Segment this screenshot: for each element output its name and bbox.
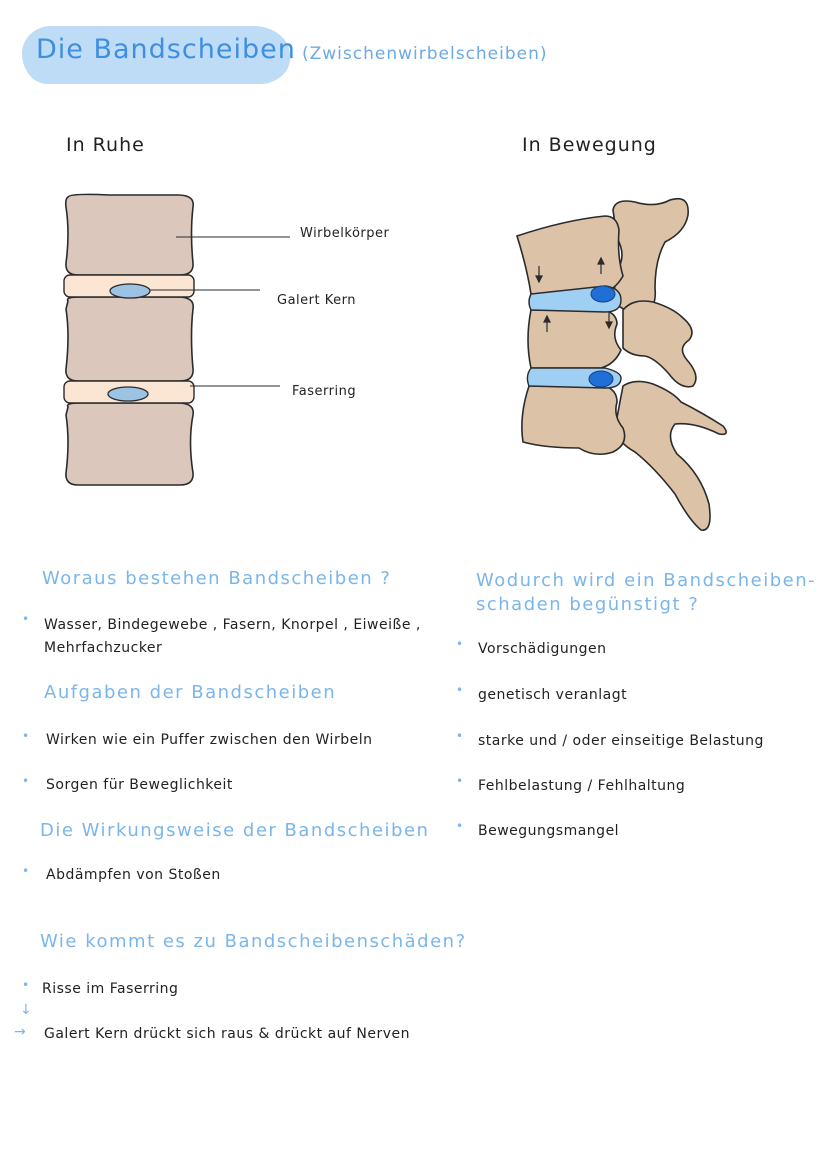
bullet: • [22,612,30,626]
bullet: • [456,637,464,651]
tasks-item-2: Sorgen für Beweglichkeit [46,777,233,793]
bullet: • [22,978,30,992]
page-subtitle: (Zwischenwirbelscheiben) [302,44,548,64]
vertebra-motion-top [516,215,624,295]
diagram-rest-title: In Ruhe [66,134,145,156]
cause-item-2: genetisch veranlagt [478,687,628,703]
heading-damage-origin: Wie kommt es zu Bandscheibenschäden? [40,931,467,952]
vertebra-motion-middle [527,309,622,369]
bullet: • [456,819,464,833]
heading-damage-causes-line2: schaden begünstigt ? [476,594,700,615]
vertebra-bottom [65,402,195,486]
cause-item-1: Vorschädigungen [478,641,607,657]
nucleus-motion-upper [590,285,616,303]
bullet: • [456,774,464,788]
spine-rest-diagram [63,193,290,486]
spinous-process-middle [622,300,697,388]
damage-origin-item-2: Galert Kern drückt sich raus & drückt au… [44,1026,411,1042]
heading-mode: Die Wirkungsweise der Bandscheiben [40,820,430,841]
composition-line-1: Wasser, Bindegewebe , Fasern, Knorpel , … [44,617,421,633]
bullet: • [22,864,30,878]
bullet: • [22,774,30,788]
heading-tasks: Aufgaben der Bandscheiben [44,682,337,703]
bullet: • [456,729,464,743]
tasks-item-1: Wirken wie ein Puffer zwischen den Wirbe… [46,732,373,748]
spinous-process-top [612,197,689,314]
spine-motion-diagram [516,197,727,531]
right-arrow-icon: → [14,1024,26,1040]
cause-item-5: Bewegungsmangel [478,823,620,839]
damage-origin-item-1: Risse im Faserring [42,981,179,997]
bullet: • [22,729,30,743]
cause-item-3: starke und / oder einseitige Belastung [478,733,764,749]
label-wirbelkoerper: Wirbelkörper [300,226,390,241]
heading-damage-causes-line1: Wodurch wird ein Bandscheiben- [476,570,817,591]
down-arrow-icon: ↓ [20,1002,32,1018]
vertebra-middle [65,296,195,382]
composition-line-2: Mehrfachzucker [44,640,163,656]
diagram-motion-title: In Bewegung [522,134,657,156]
vertebra-top [64,193,195,276]
heading-composition: Woraus bestehen Bandscheiben ? [42,568,392,589]
nucleus-upper [109,283,151,299]
nucleus-lower [107,386,149,402]
label-galert-kern: Galert Kern [277,293,356,308]
label-faserring: Faserring [292,384,357,399]
cause-item-4: Fehlbelastung / Fehlhaltung [478,778,686,794]
nucleus-motion-lower [588,370,614,388]
mode-item-1: Abdämpfen von Stoßen [46,867,221,883]
spinous-process-bottom [614,380,727,531]
bullet: • [456,683,464,697]
page-title: Die Bandscheiben [36,34,296,65]
title-highlight [22,26,290,84]
vertebra-motion-bottom [521,385,626,456]
